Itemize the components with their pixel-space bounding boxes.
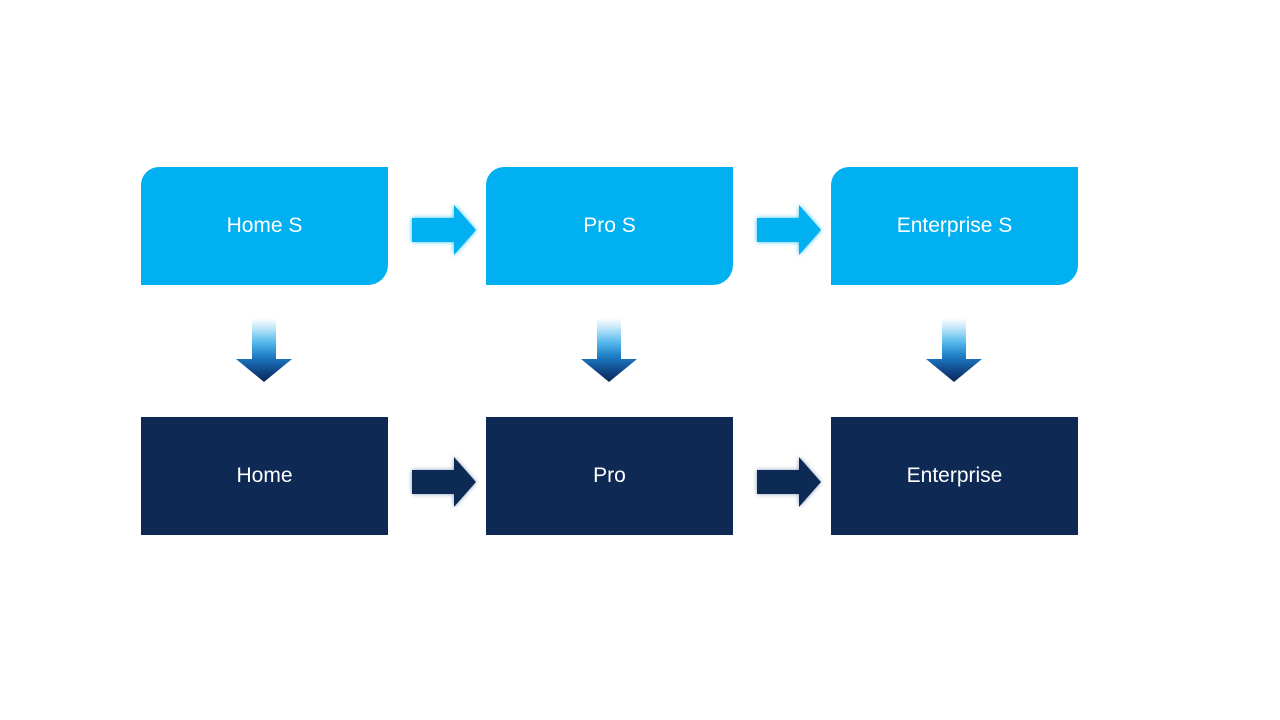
box-label: Pro S: [583, 214, 636, 238]
box-label: Pro: [593, 464, 626, 488]
right-arrow-icon: [412, 457, 476, 507]
box-pro: Pro: [486, 417, 733, 535]
box-label: Enterprise S: [896, 214, 1013, 238]
box-home-s: Home S: [141, 167, 388, 285]
box-label: Home: [236, 464, 293, 488]
box-label: Home S: [226, 214, 303, 238]
right-arrow-icon: [757, 205, 821, 255]
box-enterprise: Enterprise: [831, 417, 1078, 535]
right-arrow-icon: [412, 205, 476, 255]
box-label: Enterprise: [906, 464, 1003, 488]
down-arrow-icon: [236, 318, 292, 382]
down-arrow-icon: [581, 318, 637, 382]
box-enterprise-s: Enterprise S: [831, 167, 1078, 285]
box-home: Home: [141, 417, 388, 535]
box-pro-s: Pro S: [486, 167, 733, 285]
down-arrow-icon: [926, 318, 982, 382]
right-arrow-icon: [757, 457, 821, 507]
